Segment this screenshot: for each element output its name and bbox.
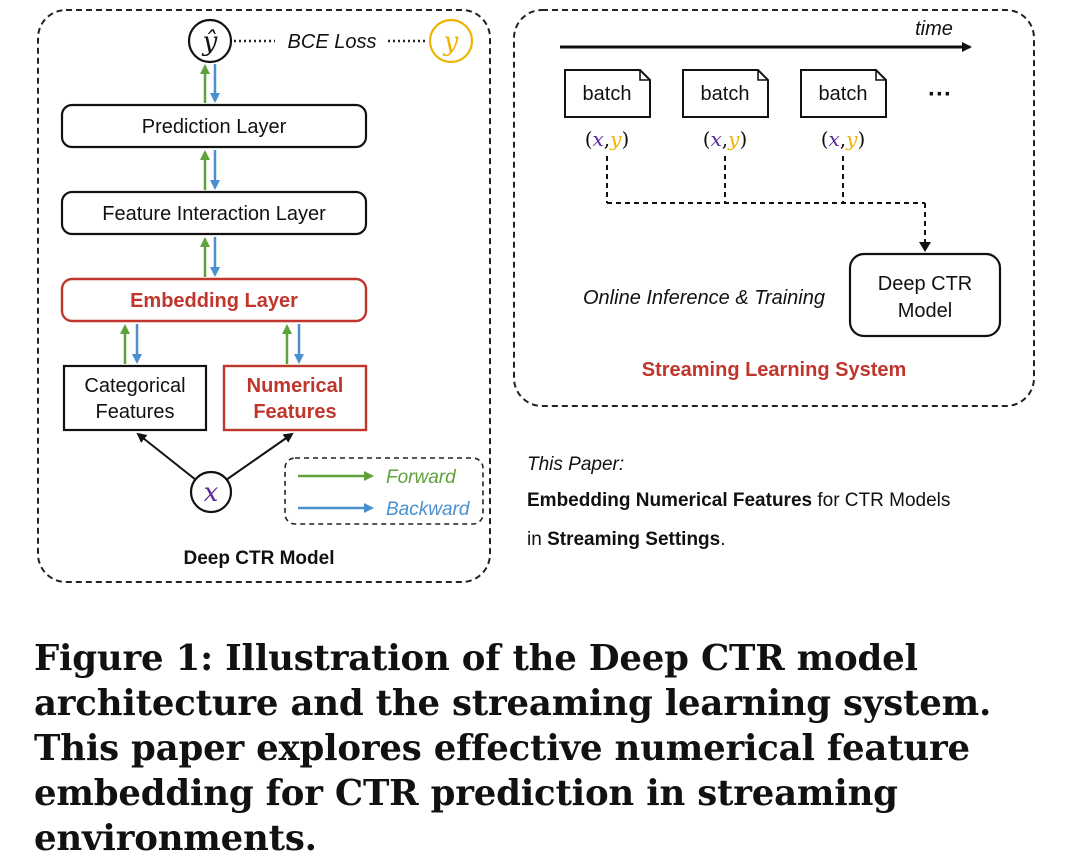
categorical-features-box xyxy=(62,364,208,432)
y-label-node: y xyxy=(428,18,474,64)
batch-connector xyxy=(606,156,926,244)
streaming-panel xyxy=(513,9,1035,407)
paper-note-line1: Embedding Numerical Features for CTR Mod… xyxy=(527,490,950,511)
batch-label: batch xyxy=(583,83,632,105)
deep-ctr-panel-title: Deep CTR Model xyxy=(184,548,335,569)
svg-text:(x,y): (x,y) xyxy=(585,127,630,151)
paper-note-lead: This Paper: xyxy=(527,454,624,475)
connector-arrowhead xyxy=(919,242,931,252)
more-batches-ellipsis: ··· xyxy=(928,81,952,108)
interaction-layer-label: Feature Interaction Layer xyxy=(102,203,326,225)
bce-loss-label: BCE Loss xyxy=(288,31,377,53)
y-hat-label: ŷ xyxy=(202,27,218,57)
figure-caption: Figure 1: Illustration of the Deep CTR m… xyxy=(34,638,992,859)
batch-card: batch xyxy=(682,69,769,118)
categorical-label-line2: Features xyxy=(96,401,175,423)
interaction-layer-box xyxy=(60,190,368,236)
sample-pair: (x,y) xyxy=(585,127,630,151)
y-label: y xyxy=(443,27,459,57)
svg-text:(x,y): (x,y) xyxy=(821,127,866,151)
prediction-layer-box xyxy=(60,103,368,149)
model-box-line1: Deep CTR xyxy=(878,273,972,295)
legend-backward-label: Backward xyxy=(386,499,471,520)
streaming-panel-title: Streaming Learning System xyxy=(642,359,907,381)
sample-pair: (x,y) xyxy=(703,127,748,151)
y-hat-node: ŷ xyxy=(187,18,233,64)
numerical-features-box xyxy=(222,364,368,432)
paper-note-line2: in Streaming Settings. xyxy=(527,529,726,550)
embedding-layer-label: Embedding Layer xyxy=(130,290,298,312)
numerical-label-line2: Features xyxy=(253,401,336,423)
batch-label: batch xyxy=(819,83,868,105)
svg-text:(x,y): (x,y) xyxy=(703,127,748,151)
model-box-line2: Model xyxy=(898,300,952,322)
x-input-node: x xyxy=(189,470,233,514)
figure-diagram: ŷ BCE Loss y Prediction Layer Feature In… xyxy=(37,9,1035,583)
x-input-label: x xyxy=(204,478,219,508)
batch-card: batch xyxy=(800,69,887,118)
arrow-x-numerical xyxy=(225,432,294,481)
batch-label: batch xyxy=(701,83,750,105)
deep-ctr-model-box xyxy=(848,252,1002,338)
online-inference-label: Online Inference & Training xyxy=(583,287,825,309)
categorical-label-line1: Categorical xyxy=(84,375,185,397)
legend-forward-label: Forward xyxy=(386,467,457,488)
embedding-layer-box xyxy=(60,277,368,323)
batch-card: batch xyxy=(564,69,651,118)
time-label: time xyxy=(915,18,953,40)
arrow-x-categorical xyxy=(136,432,197,481)
numerical-label-line1: Numerical xyxy=(247,375,344,397)
sample-pair: (x,y) xyxy=(821,127,866,151)
prediction-layer-label: Prediction Layer xyxy=(142,116,287,138)
legend-box xyxy=(284,457,484,525)
